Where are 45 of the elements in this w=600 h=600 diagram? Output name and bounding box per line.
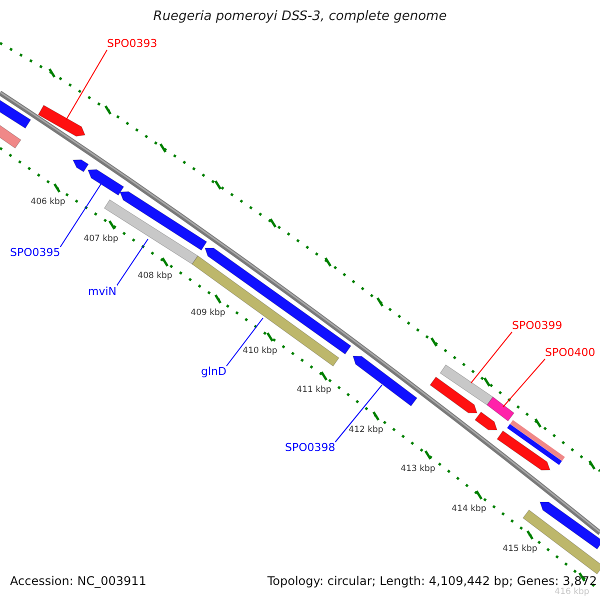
scale-label: 412 kbp xyxy=(348,425,384,435)
gene-bar xyxy=(486,396,514,422)
chart-title: Ruegeria pomeroyi DSS-3, complete genome xyxy=(152,9,448,24)
gene-bar xyxy=(0,98,32,129)
gene-feature xyxy=(474,412,498,430)
gene-label: SPO0395 xyxy=(10,246,60,259)
gene-feature xyxy=(88,169,124,196)
gene-feature xyxy=(540,502,600,550)
gene-feature xyxy=(430,376,478,414)
leader-line xyxy=(60,184,102,248)
leader-line xyxy=(334,384,382,442)
scale-label: 414 kbp xyxy=(452,504,486,514)
gene-feature xyxy=(38,104,86,137)
scale-label: 406 kbp xyxy=(30,197,66,207)
gene-bar xyxy=(104,199,198,265)
scale-label: 407 kbp xyxy=(84,234,118,244)
gene-feature xyxy=(352,356,418,406)
gene-label: SPO0398 xyxy=(285,441,336,454)
gene-bar xyxy=(192,255,340,367)
leader-line xyxy=(226,318,264,366)
gene-bar xyxy=(0,123,22,149)
leader-line xyxy=(470,332,512,384)
scale-label: 413 kbp xyxy=(400,464,436,474)
gene-label: mviN xyxy=(88,285,117,298)
gene-bar xyxy=(507,420,565,465)
scale-label: 409 kbp xyxy=(190,308,226,318)
gene-label: SPO0399 xyxy=(512,319,562,332)
gene-label: glnD xyxy=(201,365,226,378)
leader-line xyxy=(502,358,546,408)
gene-bar xyxy=(440,364,494,406)
genome-info: Topology: circular; Length: 4,109,442 bp; Genes: 3,872 xyxy=(267,574,597,588)
leader-line xyxy=(116,238,148,286)
scale-label: 415 kbp xyxy=(502,544,538,554)
scale-label: 408 kbp xyxy=(138,271,172,281)
gene-feature xyxy=(204,248,352,355)
scale-label: 411 kbp xyxy=(296,385,332,395)
gene-label: SPO0393 xyxy=(107,37,158,50)
leader-line xyxy=(66,50,108,120)
gene-label: SPO0400 xyxy=(545,346,596,359)
gene-feature xyxy=(72,160,89,172)
accession-label: Accession: NC_003911 xyxy=(10,574,146,588)
gene-feature xyxy=(496,430,550,470)
gene-feature xyxy=(120,191,208,251)
scale-label: 410 kbp xyxy=(242,346,278,356)
gene-bar xyxy=(522,510,600,574)
